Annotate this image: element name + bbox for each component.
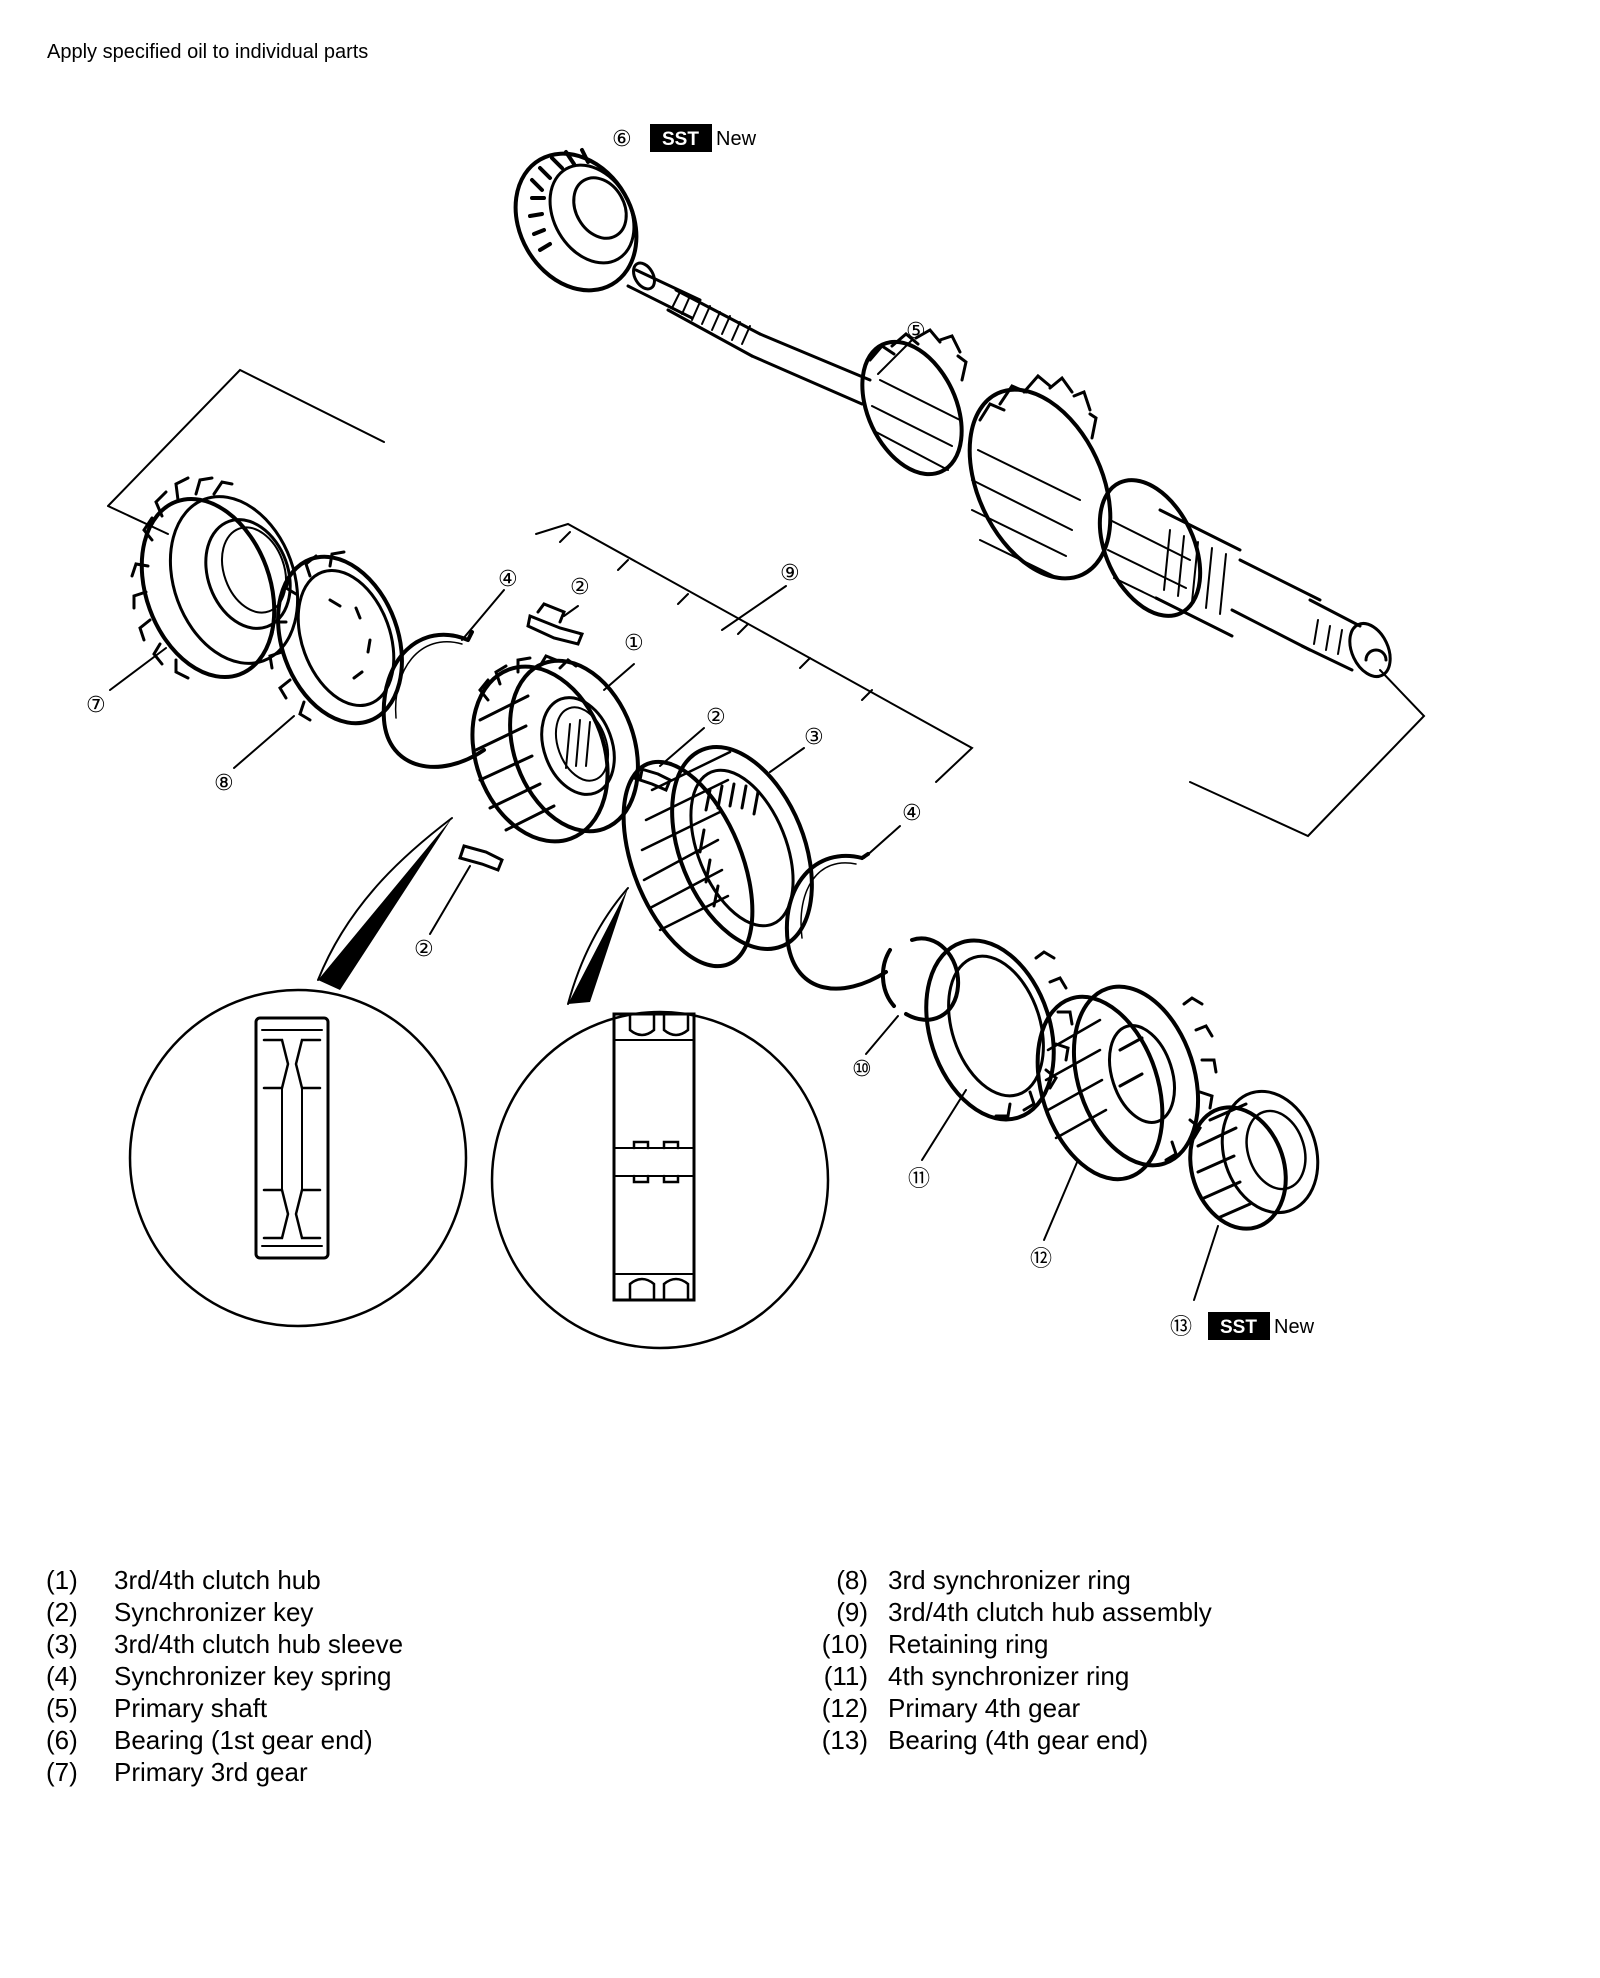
new-label-6: New: [716, 128, 757, 150]
callout-11: ⑪: [908, 1167, 930, 1192]
legend-item-label: Primary 3rd gear: [114, 1757, 308, 1787]
legend-item-number: (11): [823, 1661, 868, 1691]
legend-item: (2) Synchronizer key: [46, 1596, 403, 1628]
leader-8: [233, 715, 295, 769]
legend-item-label: Bearing (4th gear end): [888, 1725, 1149, 1755]
legend-item: (7) Primary 3rd gear: [46, 1756, 403, 1788]
synchronizer-key-upper: [526, 602, 585, 646]
legend-item-label: 3rd synchronizer ring: [888, 1565, 1131, 1595]
legend-item: (6) Bearing (1st gear end): [46, 1724, 403, 1756]
detail-view-clutch-hub: [128, 817, 468, 1328]
legend-item: (3) 3rd/4th clutch hub sleeve: [46, 1628, 403, 1660]
legend-item-number: (5): [46, 1693, 78, 1723]
leader-2a: [563, 605, 579, 617]
legend-item-label: Synchronizer key: [114, 1597, 314, 1627]
legend-item-number: (12): [821, 1693, 868, 1723]
leader-9: [721, 585, 787, 631]
leader-2b: [659, 727, 705, 767]
callout-3: ③: [804, 725, 824, 750]
legend-item-number: (6): [46, 1725, 78, 1755]
sst-badge-13: SST: [1220, 1317, 1257, 1338]
legend-item-label: Retaining ring: [888, 1629, 1049, 1659]
primary-shaft: [626, 261, 1392, 678]
callout-6: ⑥: [612, 127, 632, 152]
primary-4th-gear: [1035, 984, 1218, 1182]
tag-bearing-4th: [1208, 1312, 1270, 1340]
legend-item-number: (13): [821, 1725, 868, 1755]
4th-synchronizer-ring: [924, 938, 1074, 1122]
callout-4b: ④: [902, 801, 922, 826]
legend-item-number: (7): [46, 1757, 78, 1787]
tag-bearing-1st: [650, 124, 712, 152]
legend-item-label: 3rd/4th clutch hub assembly: [888, 1597, 1212, 1627]
callout-2a: ②: [570, 575, 590, 600]
3rd-4th-clutch-hub: [470, 654, 640, 844]
3rd-4th-clutch-hub-sleeve: [621, 745, 814, 969]
legend-item: (1) 3rd/4th clutch hub: [46, 1564, 403, 1596]
legend-item-label: Synchronizer key spring: [114, 1661, 392, 1691]
callout-2c: ②: [414, 937, 434, 962]
leader-7: [109, 647, 167, 691]
legend-left-column: (1) 3rd/4th clutch hub (2) Synchronizer key…: [46, 1564, 403, 1788]
primary-3rd-gear: [130, 476, 300, 680]
callout-12: ⑫: [1030, 1247, 1052, 1272]
leader-4a: [461, 589, 505, 641]
bracket-left: [107, 368, 385, 535]
callout-5: ⑤: [906, 319, 926, 344]
leader-5: [877, 339, 913, 375]
legend-item: (10) Retaining ring: [792, 1628, 1212, 1660]
new-label-13: New: [1274, 1316, 1315, 1338]
legend-item-number: (2): [46, 1597, 78, 1627]
leader-12: [1043, 1159, 1079, 1241]
legend-item: (11) 4th synchronizer ring: [792, 1660, 1212, 1692]
legend-item-label: 3rd/4th clutch hub sleeve: [114, 1629, 404, 1659]
bracket-hub-assembly: [535, 522, 974, 783]
callout-13: ⑬: [1170, 1315, 1192, 1340]
callout-7: ⑦: [86, 693, 106, 718]
legend-item: (12) Primary 4th gear: [792, 1692, 1212, 1724]
legend-item: (13) Bearing (4th gear end): [792, 1724, 1212, 1756]
legend-item: (8) 3rd synchronizer ring: [792, 1564, 1212, 1596]
legend-item-number: (3): [46, 1629, 78, 1659]
synchronizer-key-lower: [458, 844, 504, 872]
legend-item-label: 4th synchronizer ring: [888, 1661, 1130, 1691]
leader-3: [769, 747, 805, 773]
synchronizer-key-spring-lower: [784, 852, 888, 991]
bearing-1st-gear-end: [513, 148, 639, 293]
callout-10: ⑩: [852, 1057, 872, 1082]
legend-item-number: (8): [836, 1565, 868, 1595]
legend-item-number: (9): [836, 1597, 868, 1627]
legend-item-label: Primary shaft: [114, 1693, 268, 1723]
legend-item-number: (10): [821, 1629, 868, 1659]
sst-badge-6: SST: [662, 129, 699, 150]
callout-2b: ②: [706, 705, 726, 730]
legend-item-label: Bearing (1st gear end): [114, 1725, 373, 1755]
callout-9: ⑨: [780, 561, 800, 586]
legend-right-column: (8) 3rd synchronizer ring (9) 3rd/4th clutc…: [792, 1564, 1212, 1756]
legend-item: (9) 3rd/4th clutch hub assembly: [792, 1596, 1212, 1628]
legend-item-number: (1): [46, 1565, 78, 1595]
bearing-4th-gear-end: [1188, 1089, 1320, 1231]
callout-1: ①: [624, 631, 644, 656]
leader-13: [1193, 1225, 1219, 1301]
synchronizer-key-spring-upper: [381, 630, 486, 769]
legend-item-label: 3rd/4th clutch hub: [114, 1565, 321, 1595]
legend-item: (5) Primary shaft: [46, 1692, 403, 1724]
leader-11: [921, 1089, 967, 1161]
3rd-synchronizer-ring: [268, 550, 404, 726]
detail-view-hub-sleeve: [490, 887, 830, 1350]
legend-item-label: Primary 4th gear: [888, 1693, 1081, 1723]
legend-item: (4) Synchronizer key spring: [46, 1660, 403, 1692]
leader-4b: [863, 825, 901, 859]
instruction-text: Apply specified oil to individual parts: [47, 41, 369, 63]
callout-4a: ④: [498, 567, 518, 592]
legend-item-number: (4): [46, 1661, 78, 1691]
callout-8: ⑧: [214, 771, 234, 796]
bracket-shaft-end: [1189, 669, 1426, 838]
leader-1: [603, 663, 635, 691]
leader-2c: [429, 865, 471, 935]
leader-10: [865, 1015, 899, 1055]
exploded-view-diagram: ⑥ ⑤ ⑨ ④ ② ① ⑦ ⑧ ② ③ ④ ② ⑩ ⑪ ⑫ ⑬ SST New …: [86, 124, 1426, 1350]
